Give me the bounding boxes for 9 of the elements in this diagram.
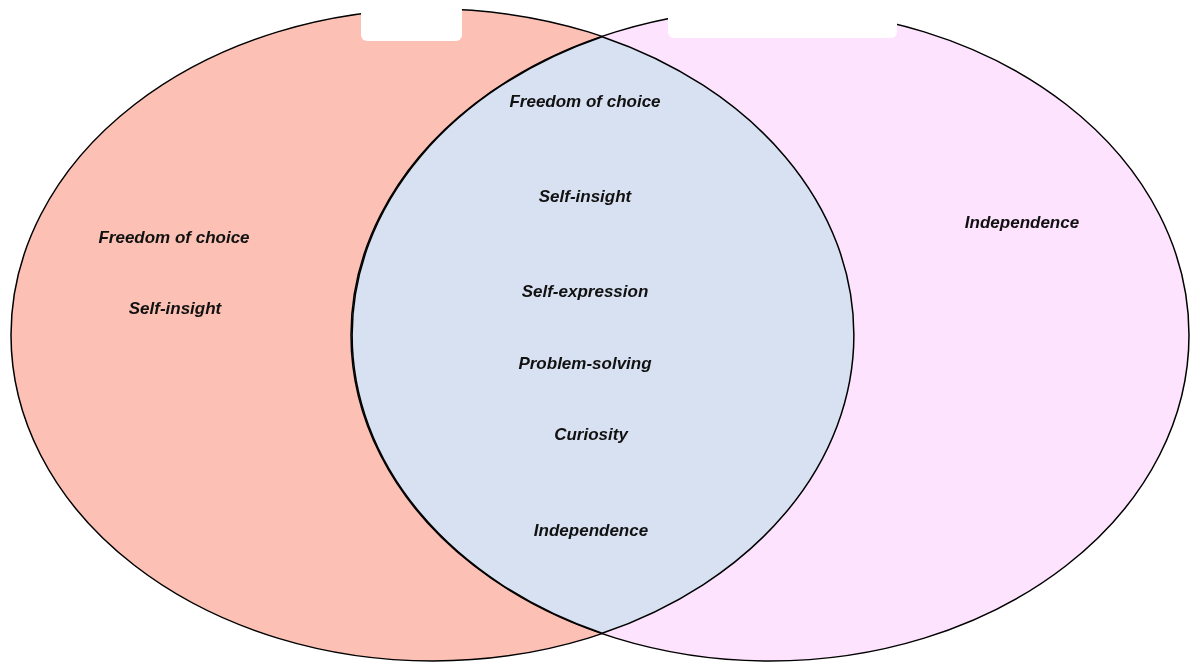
region-label: Independence: [533, 521, 649, 541]
region-label: Self-expression: [521, 282, 649, 302]
region-label: Freedom of choice: [509, 92, 661, 112]
region-label: Curiosity: [554, 425, 628, 445]
region-label: Problem-solving: [518, 354, 652, 374]
region-label: Freedom of choice: [98, 228, 250, 248]
region-label: Self-insight: [538, 187, 632, 207]
region-label: Self-insight: [128, 299, 222, 319]
region-label: Independence: [964, 213, 1080, 233]
